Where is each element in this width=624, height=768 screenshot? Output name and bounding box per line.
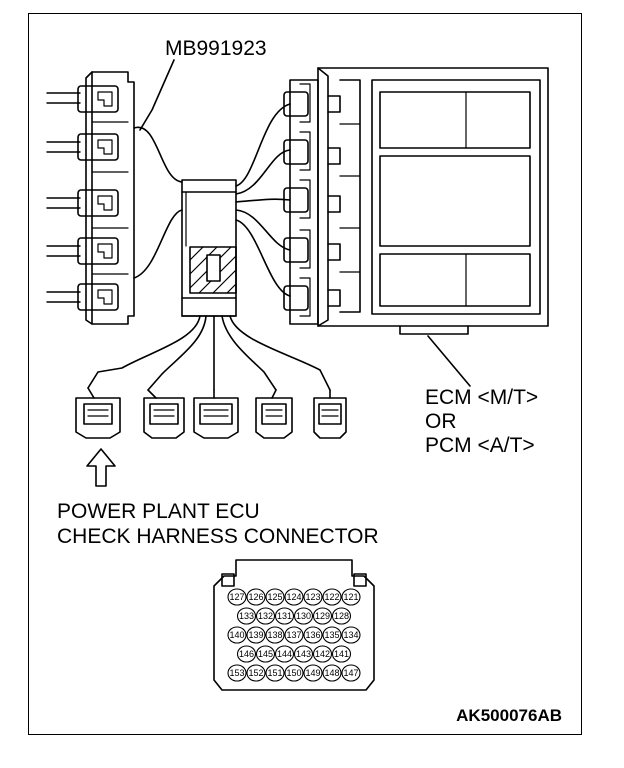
pin-number: 132: [258, 611, 273, 621]
pin-number: 142: [315, 649, 330, 659]
pin-socket: [331, 645, 352, 663]
pin-socket: [293, 607, 314, 625]
pin-number: 145: [258, 649, 273, 659]
pin-socket: [293, 645, 314, 663]
pin-number: 153: [229, 668, 244, 678]
pin-number: 121: [343, 592, 358, 602]
pin-number: 151: [267, 668, 282, 678]
pin-socket: [227, 626, 247, 644]
pin-number: 122: [324, 592, 339, 602]
connector-pin-layer: 127 126 125 124 123 122 121 133 132 131 130 129 128 1…: [227, 588, 361, 682]
connector-face: [213, 559, 375, 691]
pin-number: 124: [286, 592, 301, 602]
left-connector-stack: [46, 71, 135, 325]
pin-socket: [274, 645, 295, 663]
ecm-leader-line: [427, 335, 471, 387]
pin-number: 134: [343, 630, 358, 640]
pin-socket: [246, 664, 266, 682]
harness-bundle: [87, 103, 331, 391]
pin-socket: [265, 588, 285, 606]
pin-number: 146: [239, 649, 254, 659]
pin-socket: [341, 626, 361, 644]
pin-number: 127: [229, 592, 244, 602]
pin-socket: [255, 645, 276, 663]
pin-number: 138: [267, 630, 282, 640]
pin-socket: [284, 664, 304, 682]
ecm-connector-strip: [283, 79, 319, 325]
pin-number: 150: [286, 668, 301, 678]
pin-socket: [322, 626, 342, 644]
ecm-label: ECM <M/T> OR PCM <A/T>: [425, 386, 538, 458]
pin-socket: [255, 607, 276, 625]
pin-socket: [246, 626, 266, 644]
pin-number: 135: [324, 630, 339, 640]
pin-number: 126: [248, 592, 263, 602]
pin-socket: [246, 588, 266, 606]
pin-socket: [274, 607, 295, 625]
figure-code: AK500076AB: [456, 706, 562, 725]
pin-socket: [236, 645, 257, 663]
ecm-label-line2: OR: [425, 410, 457, 433]
pin-number: 133: [239, 611, 254, 621]
pin-socket: [322, 588, 342, 606]
pin-socket: [312, 607, 333, 625]
pin-number: 140: [229, 630, 244, 640]
pin-number: 141: [334, 649, 349, 659]
check-harness-plugs: [75, 387, 347, 439]
pin-socket: [341, 664, 361, 682]
pin-socket: [227, 664, 247, 682]
pin-number: 128: [334, 611, 349, 621]
pin-socket: [227, 588, 247, 606]
pin-number: 131: [277, 611, 292, 621]
pin-number: 130: [296, 611, 311, 621]
ecm-label-line3: PCM <A/T>: [425, 434, 535, 457]
pin-socket: [341, 588, 361, 606]
pin-number: 149: [305, 668, 320, 678]
up-arrow-icon: [86, 448, 116, 487]
pin-socket: [303, 664, 323, 682]
pin-number: 143: [296, 649, 311, 659]
pin-socket: [322, 664, 342, 682]
pin-number: 144: [277, 649, 292, 659]
pin-socket: [312, 645, 333, 663]
pin-socket: [303, 626, 323, 644]
tool-leader-line: [139, 59, 175, 131]
pin-number: 148: [324, 668, 339, 678]
pin-socket: [284, 588, 304, 606]
figure-frame: [28, 13, 582, 735]
pin-socket: [303, 588, 323, 606]
ecm-label-line1: ECM <M/T>: [425, 386, 539, 409]
pin-socket: [265, 626, 285, 644]
pin-number: 147: [343, 668, 358, 678]
tool-label: MB991923: [165, 37, 267, 60]
pin-number: 136: [305, 630, 320, 640]
pin-socket: [284, 626, 304, 644]
pin-number: 125: [267, 592, 282, 602]
ecm-body: [317, 67, 549, 335]
pin-number: 137: [286, 630, 301, 640]
pin-socket: [265, 664, 285, 682]
connector-label-line2: CHECK HARNESS CONNECTOR: [57, 525, 379, 548]
pin-number: 152: [248, 668, 263, 678]
pin-number: 139: [248, 630, 263, 640]
pin-socket: [236, 607, 257, 625]
pin-number: 123: [305, 592, 320, 602]
connector-label-line1: POWER PLANT ECU: [57, 500, 260, 523]
connector-label: POWER PLANT ECU CHECK HARNESS CONNECTOR: [57, 499, 379, 549]
pin-number: 129: [315, 611, 330, 621]
pin-socket: [331, 607, 352, 625]
